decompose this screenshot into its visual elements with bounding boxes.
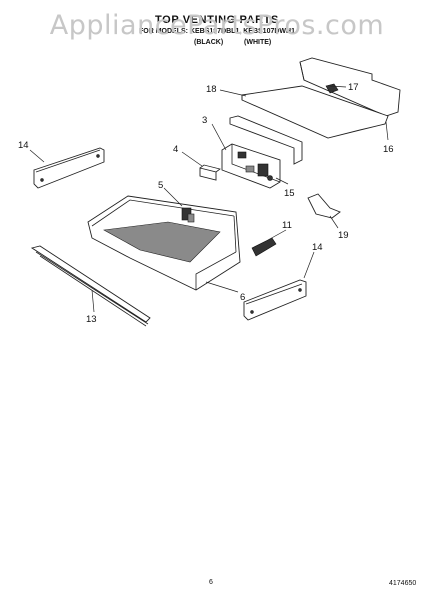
variant-white-label: (WHITE) xyxy=(244,39,272,46)
part-4-block xyxy=(199,164,221,181)
callout-6: 6 xyxy=(240,292,245,303)
part-15-bracket xyxy=(229,115,303,165)
part-11-terminal-block xyxy=(251,237,277,257)
callout-13: 13 xyxy=(86,314,97,325)
callout-16: 16 xyxy=(383,144,394,155)
part-19-bracket xyxy=(307,193,341,219)
callout-19: 19 xyxy=(338,230,349,241)
variant-black-label: (BLACK) xyxy=(194,39,224,46)
part-6-duct-tray xyxy=(87,195,241,291)
watermark: AppliancePartsPros.com xyxy=(49,10,385,41)
callout-5: 5 xyxy=(158,180,163,191)
callout-14-right: 14 xyxy=(312,242,323,253)
callout-18: 18 xyxy=(206,84,217,95)
part-13-long-rail xyxy=(30,245,151,327)
callout-4: 4 xyxy=(173,144,178,155)
model-numbers: FOR MODELS: KEBS107DBL1, KEBS107DWH1 xyxy=(139,28,295,35)
part-3-blower-assembly xyxy=(221,143,281,189)
diagram-title: TOP VENTING PARTS xyxy=(155,14,279,26)
document-number: 4174650 xyxy=(389,580,417,587)
page-number: 6 xyxy=(209,579,213,586)
callout-leaders xyxy=(29,85,389,313)
callout-15: 15 xyxy=(284,188,295,199)
part-14-right-side-rail xyxy=(243,279,307,321)
callout-11: 11 xyxy=(282,220,292,231)
part-18-vent-panel xyxy=(241,85,389,139)
callout-3: 3 xyxy=(202,115,207,126)
part-5-connector xyxy=(181,207,195,223)
callout-14-left: 14 xyxy=(18,140,29,151)
part-14-left-side-rail xyxy=(33,147,105,189)
callout-labels: 18 17 3 16 14 4 15 5 11 19 14 6 13 xyxy=(18,82,394,325)
callout-17: 17 xyxy=(348,82,359,93)
